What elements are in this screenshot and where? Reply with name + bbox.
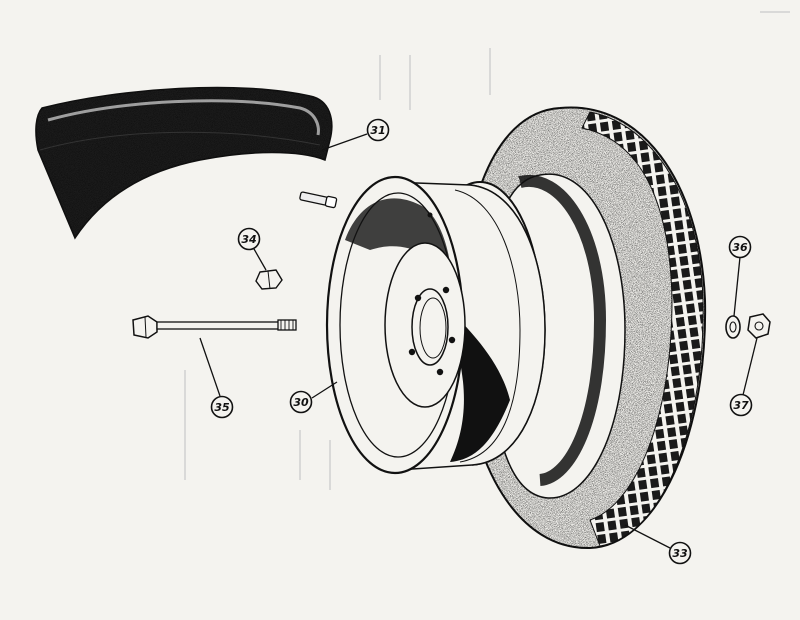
axle-bolt xyxy=(132,315,297,339)
bolt-holes xyxy=(408,286,456,376)
callout-37: 37 xyxy=(729,393,753,417)
bleed-through-marks xyxy=(184,11,790,490)
svg-text:34: 34 xyxy=(241,233,256,246)
svg-text:35: 35 xyxy=(214,401,230,414)
callout-34: 34 xyxy=(237,227,261,251)
callout-31: 31 xyxy=(366,118,390,142)
inner-tube xyxy=(35,86,338,240)
svg-text:37: 37 xyxy=(733,399,749,412)
callout-33: 33 xyxy=(668,541,692,565)
hex-nut xyxy=(747,313,771,339)
wheel-rim xyxy=(325,175,546,475)
callout-35: 35 xyxy=(210,395,234,419)
washer xyxy=(725,315,741,339)
svg-text:36: 36 xyxy=(732,241,748,254)
callout-36: 36 xyxy=(728,235,752,259)
wheel-nut xyxy=(255,269,283,290)
svg-text:30: 30 xyxy=(293,396,309,409)
callout-30: 30 xyxy=(289,390,313,414)
svg-text:33: 33 xyxy=(672,547,688,560)
svg-text:31: 31 xyxy=(370,124,385,137)
leader-lines xyxy=(199,133,758,549)
valve-stem xyxy=(299,191,338,209)
